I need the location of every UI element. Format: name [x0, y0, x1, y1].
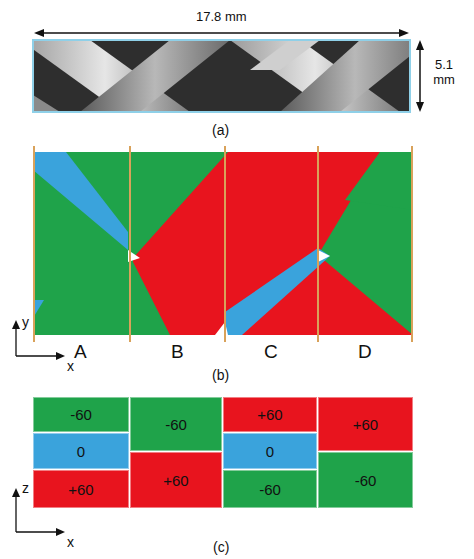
ply-box: -60: [130, 397, 222, 451]
gap-notch: [215, 322, 228, 335]
section-letter: C: [264, 341, 278, 363]
axis-label: z: [22, 480, 29, 496]
arrow-head: [56, 528, 65, 536]
arrow-head: [12, 320, 20, 329]
gap-notch: [318, 250, 330, 262]
ply-box: +60: [318, 397, 413, 451]
section-lines: [34, 146, 412, 342]
section-line: [317, 146, 319, 342]
red-region: [133, 152, 413, 335]
dimension-label: 17.8 mm: [196, 10, 247, 25]
ply-box: +60: [223, 397, 317, 432]
tow-band: [80, 40, 230, 112]
axis-label: x: [67, 534, 74, 550]
dimension-line: [419, 46, 421, 106]
section-line: [411, 146, 413, 342]
arrow-head: [399, 29, 409, 37]
tow-band: [33, 95, 60, 112]
section-line: [129, 146, 131, 342]
arrow-head: [34, 29, 44, 37]
braid-photo: [33, 40, 410, 112]
blue-region: [225, 248, 330, 335]
section-letter: A: [74, 341, 87, 363]
ply-angle: -60: [355, 472, 377, 489]
ply-angle: +60: [68, 481, 93, 498]
ply-box: -60: [223, 470, 317, 508]
axis-line: [15, 494, 16, 532]
arrow-head: [416, 102, 424, 112]
ply-box: +60: [33, 470, 129, 508]
dimension-arrows: [34, 29, 424, 112]
dimension-line: [40, 32, 403, 34]
ply-angle: +60: [163, 472, 188, 489]
ply-box: 0: [223, 433, 317, 469]
panel-label: (b): [212, 367, 229, 383]
green-region: [33, 152, 413, 335]
ply-angle: -60: [165, 416, 187, 433]
section-line: [33, 146, 35, 342]
ply-angle: +60: [353, 416, 378, 433]
arrow-head: [56, 352, 65, 360]
ply-box: -60: [318, 452, 413, 508]
ply-angle: -60: [70, 406, 92, 423]
green-region: [345, 152, 413, 210]
ply-box: 0: [33, 433, 129, 469]
panel-label: (c): [213, 539, 229, 555]
ply-angle: -60: [259, 481, 281, 498]
axis-line: [16, 531, 58, 532]
section-letter: B: [171, 341, 184, 363]
unit-cell-map: [33, 152, 413, 335]
axis-line: [15, 326, 16, 356]
section-line: [224, 146, 226, 342]
section-letter: D: [358, 341, 372, 363]
dimension-label: 5.1 mm: [426, 58, 462, 88]
panel-label: (a): [212, 122, 229, 138]
axis-label: y: [22, 314, 29, 330]
ply-angle: 0: [266, 443, 274, 460]
tow-band: [250, 40, 320, 70]
arrow-head: [416, 40, 424, 50]
ply-box: -60: [33, 397, 129, 432]
ply-angle: 0: [77, 443, 85, 460]
photo-frame: [33, 40, 410, 112]
axis-label: x: [67, 358, 74, 374]
arrow-head: [12, 488, 20, 497]
ply-angle: +60: [257, 406, 282, 423]
axis-line: [16, 355, 58, 356]
blue-region: [33, 152, 128, 250]
ply-box: +60: [130, 452, 222, 508]
